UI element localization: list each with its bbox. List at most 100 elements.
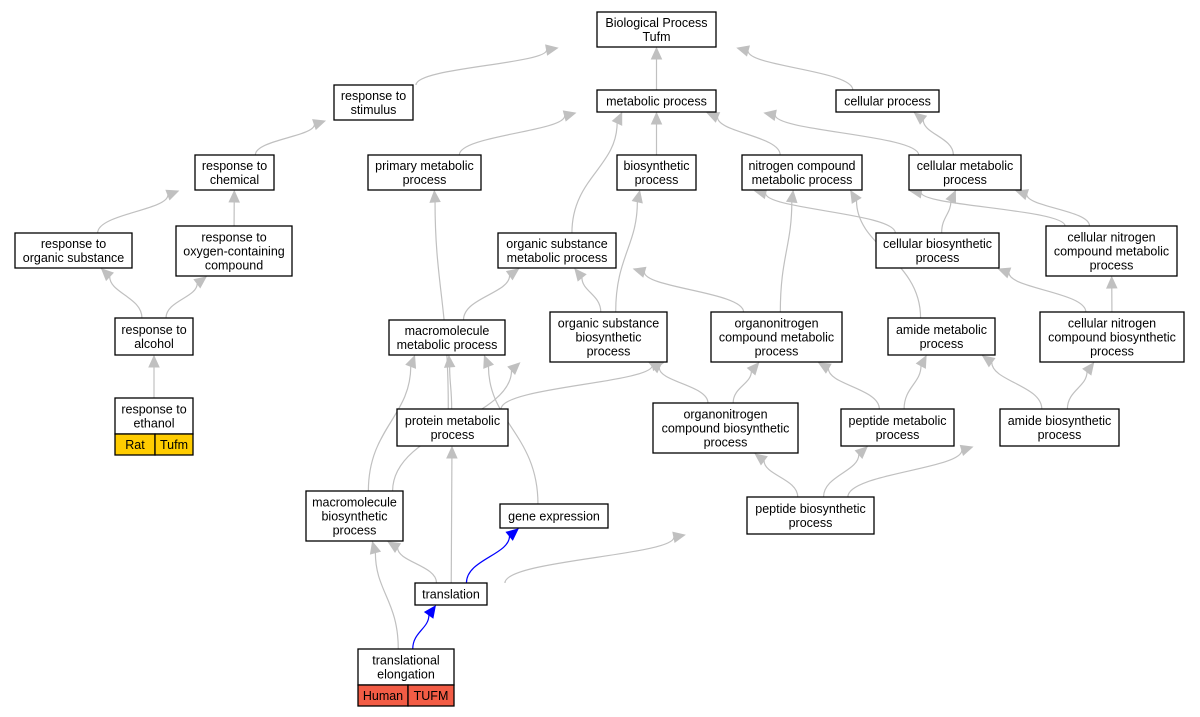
node-label-line: biosynthetic xyxy=(623,159,689,173)
node-box xyxy=(1045,225,1178,277)
node-metabolic[interactable]: metabolic process xyxy=(596,89,717,113)
node-label-line: organic substance xyxy=(558,317,660,331)
node-label-line: process xyxy=(943,173,987,187)
node-box xyxy=(875,232,1000,269)
edge-metabolic-to-bp xyxy=(650,46,663,90)
node-translation[interactable]: translation xyxy=(414,582,488,606)
edge-protein_met-to-primary_met xyxy=(429,189,449,410)
graph-edges xyxy=(97,44,1118,650)
node-label-line: process xyxy=(403,173,447,187)
node-label-line: Biological Process xyxy=(605,16,707,30)
edge-resp_chem-to-resp_stim xyxy=(254,119,327,156)
node-label-line: macromolecule xyxy=(312,496,397,510)
node-label-line: compound biosynthetic xyxy=(1048,331,1176,345)
node-box xyxy=(1039,311,1185,363)
node-box xyxy=(388,319,506,356)
node-label-line: compound metabolic xyxy=(1054,245,1169,259)
node-label-line: response to xyxy=(41,237,106,251)
node-box xyxy=(414,582,488,606)
node-label-line: compound metabolic xyxy=(719,331,834,345)
edge-peptide_bios-to-organonitro_bios xyxy=(754,453,799,498)
node-box xyxy=(596,11,717,48)
node-label-line: alcohol xyxy=(134,337,174,351)
node-label-line: nitrogen compound xyxy=(748,159,855,173)
node-label-line: metabolic process xyxy=(507,251,608,265)
node-label-line: cellular biosynthetic xyxy=(883,237,992,251)
node-label-line: metabolic process xyxy=(752,173,853,187)
node-label-line: oxygen-containing xyxy=(183,245,285,259)
node-box xyxy=(396,408,509,447)
node-label-line: Tufm xyxy=(642,30,670,44)
edge-macro_bios-to-macro_met xyxy=(367,354,417,492)
edge-resp_stim-to-bp xyxy=(415,44,559,86)
edge-translation-to-peptide_bios xyxy=(504,531,686,584)
node-label-line: process xyxy=(755,345,799,359)
node-label-line: cellular metabolic xyxy=(917,159,1014,173)
node-label-line: process xyxy=(789,516,833,530)
node-box xyxy=(835,89,940,113)
node-cellular[interactable]: cellular process xyxy=(835,89,940,113)
edge-org_sub_bios-to-biosynthetic xyxy=(615,189,643,313)
species-tag-label: Rat xyxy=(125,438,145,452)
node-label-line: organonitrogen xyxy=(734,317,818,331)
node-label-line: process xyxy=(876,428,920,442)
edge-cell_bios-to-biosynthetic xyxy=(753,187,896,234)
node-box xyxy=(549,311,668,363)
node-label-line: cellular nitrogen xyxy=(1068,317,1156,331)
node-label-line: response to xyxy=(201,231,266,245)
species-tag-human: Human xyxy=(357,684,409,707)
edge-peptide_met-to-organonitro_met xyxy=(817,362,880,410)
edge-cell_met-to-cellular xyxy=(913,112,954,156)
node-box xyxy=(175,225,293,277)
node-box xyxy=(616,154,697,191)
species-tag-label: Human xyxy=(363,689,403,703)
node-box xyxy=(357,648,455,686)
node-label-line: cellular process xyxy=(844,95,931,109)
edge-cell_nitro_met-to-nitrogen_met xyxy=(909,187,1066,227)
node-label-line: organonitrogen xyxy=(683,408,767,422)
node-label-line: process xyxy=(635,173,679,187)
edge-organonitro_met-to-org_sub_met xyxy=(632,266,745,313)
edge-gene_expr-to-macro_met xyxy=(483,354,539,505)
edge-resp_oxy-to-resp_chem xyxy=(228,189,240,227)
node-label-line: protein metabolic xyxy=(405,414,500,428)
node-label-line: response to xyxy=(202,159,267,173)
node-label-line: response to xyxy=(341,89,406,103)
node-box xyxy=(596,89,717,113)
node-box xyxy=(333,84,414,121)
species-tag-tufm: TUFM xyxy=(407,684,455,707)
node-box xyxy=(367,154,482,191)
node-label-line: stimulus xyxy=(351,103,397,117)
node-label-line: compound xyxy=(205,259,263,273)
node-box xyxy=(840,408,955,447)
node-gene-expr[interactable]: gene expression xyxy=(499,503,609,529)
